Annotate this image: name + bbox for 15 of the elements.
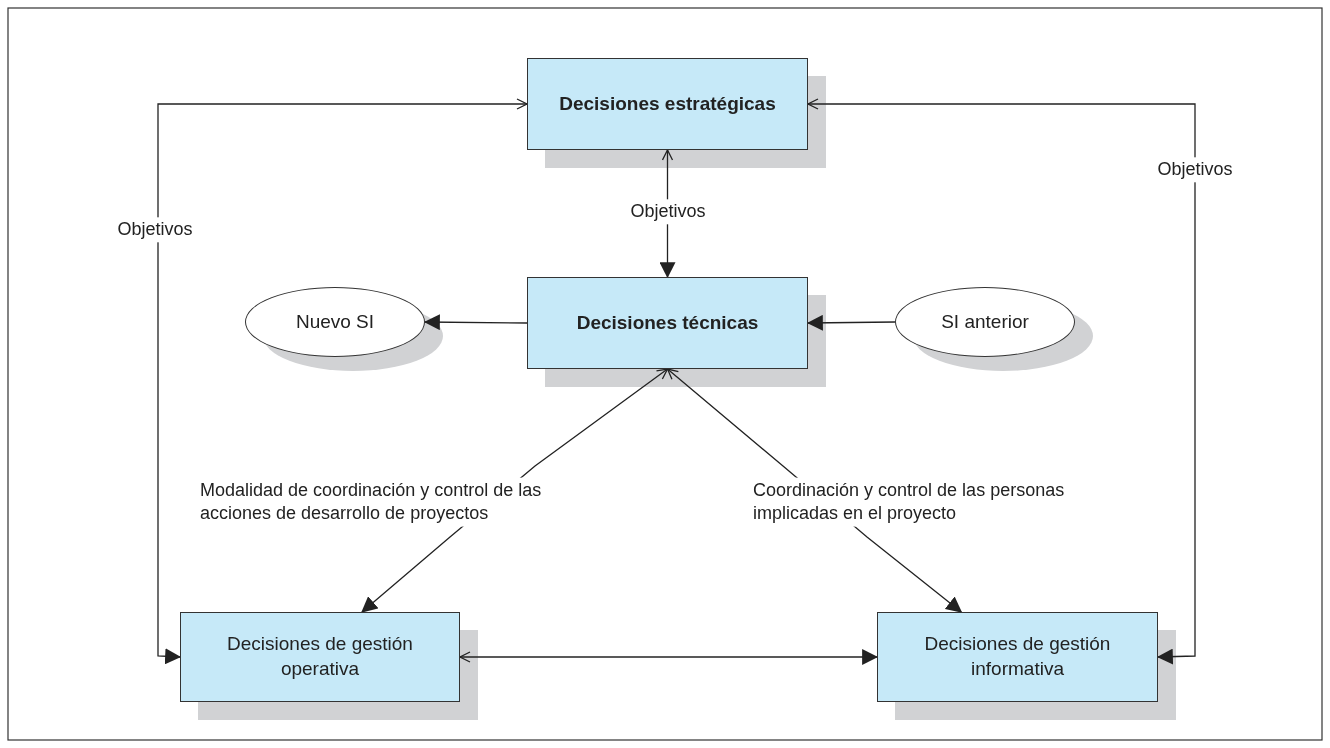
connector-arrow: [423, 314, 528, 331]
connector-arrow: [157, 98, 528, 665]
node-label: Decisiones de gestión informativa: [923, 632, 1112, 681]
decision-box: [527, 58, 808, 150]
connector-arrow: [807, 98, 1196, 665]
decision-box: [527, 277, 808, 369]
connector-arrow: [806, 314, 896, 331]
decision-box: [180, 612, 460, 702]
node-label: Nuevo SI: [294, 309, 376, 334]
node-label: SI anterior: [940, 309, 1030, 334]
connector-arrow: [459, 649, 879, 665]
decision-box: [877, 612, 1158, 702]
node-label: Decisiones estratégicas: [558, 91, 777, 116]
node-label: Decisiones técnicas: [575, 310, 760, 335]
node-label: Decisiones de gestión operativa: [226, 632, 414, 681]
